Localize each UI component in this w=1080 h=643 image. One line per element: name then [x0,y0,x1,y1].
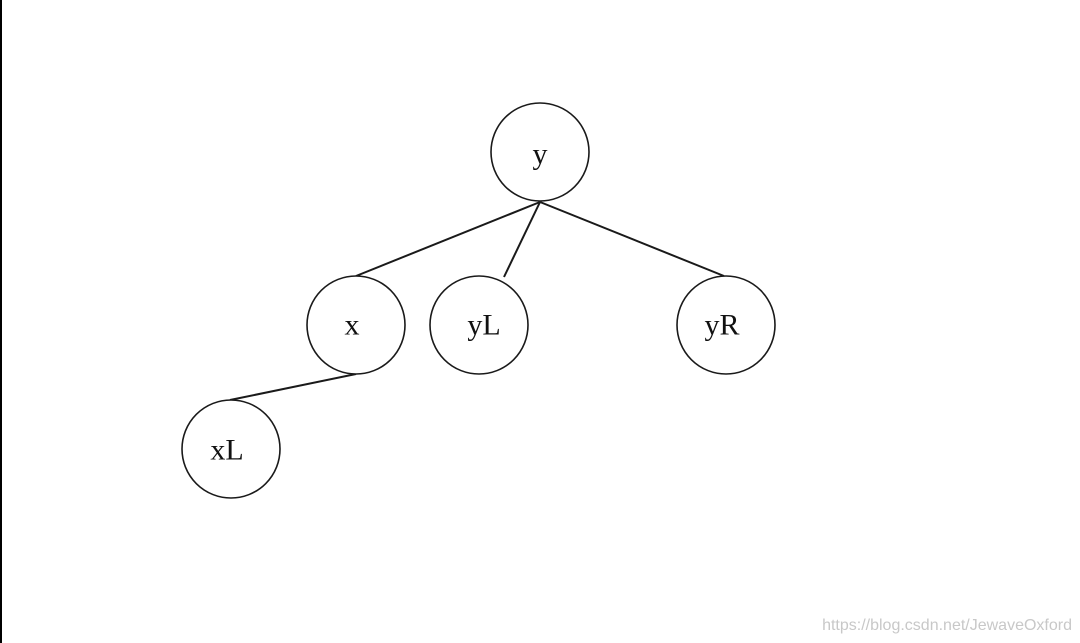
node-label: y [533,138,548,171]
node-label: yR [704,309,739,342]
left-border [0,0,2,643]
tree-node-yL: yL [429,275,529,375]
edge-y-yR [539,201,725,277]
tree-node-xL: xL [181,399,281,499]
node-circle [676,275,776,375]
node-label: x [345,309,360,342]
tree-node-y: y [490,102,590,202]
edge-y-x [355,201,541,277]
edge-x-xL [229,373,357,401]
edge-y-yL [503,201,541,278]
node-circle [490,102,590,202]
node-circle [306,275,406,375]
node-circle [181,399,281,499]
node-label: yL [467,309,500,342]
node-label: xL [210,434,243,467]
watermark-text: https://blog.csdn.net/JewaveOxford [822,617,1072,634]
tree-node-x: x [306,275,406,375]
node-circle [429,275,529,375]
tree-node-yR: yR [676,275,776,375]
